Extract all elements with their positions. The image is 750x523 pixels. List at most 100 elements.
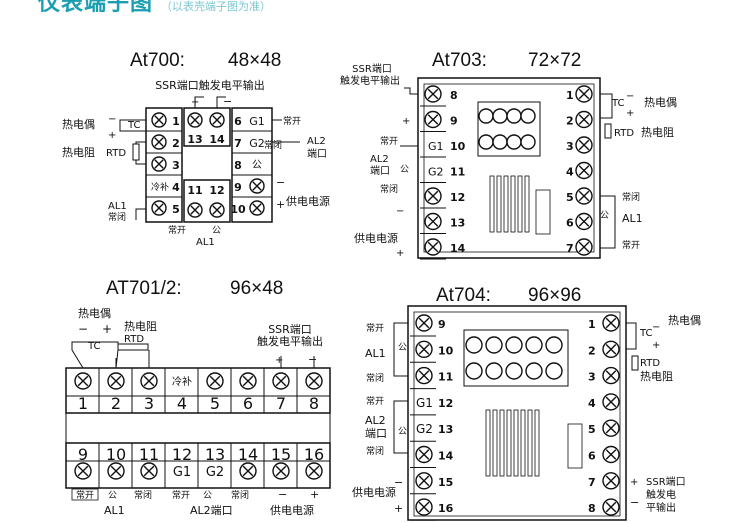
nc-label: 常闭 xyxy=(108,211,126,223)
screw-slash xyxy=(242,375,254,387)
screw-terminal-icon xyxy=(151,156,167,172)
page-title: 仪表端子图 xyxy=(38,0,154,16)
ssr-lead xyxy=(194,96,204,108)
vent-slot xyxy=(527,409,533,477)
screw-terminal-icon xyxy=(239,462,257,480)
terminal-number: 4 xyxy=(177,394,187,413)
nc-label: 常闭 xyxy=(622,191,640,203)
window-circle xyxy=(492,134,508,150)
terminal-number: 1 xyxy=(566,89,574,102)
g2-label: G2 xyxy=(428,166,444,179)
g1-label: G1 xyxy=(416,396,433,410)
screw-slash xyxy=(77,375,89,387)
nc-label: 常闭 xyxy=(264,139,282,151)
cold-junction-label: 冷补 xyxy=(172,375,192,388)
screw-terminal-icon xyxy=(415,472,433,490)
screw-slash xyxy=(154,159,164,169)
minus-sign: − xyxy=(394,476,403,489)
no-label: 常开 xyxy=(283,115,301,127)
rtd-name-label: 热电阻 xyxy=(641,126,674,139)
screw-slash xyxy=(605,449,617,460)
trigger-level-label: 触发电平输出 xyxy=(257,334,323,348)
common-label: 公 xyxy=(252,160,262,171)
plus-sign: + xyxy=(402,116,410,127)
terminal-number: 8 xyxy=(588,502,596,515)
tc-label: TC xyxy=(127,120,141,131)
screw-terminal-icon xyxy=(424,85,442,103)
common-label: 公 xyxy=(400,164,409,175)
terminal-number: 3 xyxy=(172,159,180,172)
terminal-number: 12 xyxy=(209,184,224,197)
no-label: 常开 xyxy=(380,135,398,147)
terminal-number: 13 xyxy=(205,445,225,464)
screw-terminal-icon xyxy=(305,462,323,480)
screw-terminal-icon xyxy=(415,314,433,332)
screw-slash xyxy=(212,205,222,215)
screw-slash xyxy=(77,465,89,477)
screw-slash xyxy=(190,205,200,215)
page-subtitle: （以表壳端子图为准） xyxy=(161,0,272,13)
screw-terminal-icon xyxy=(602,393,620,411)
window-circle xyxy=(506,108,522,124)
window-circle xyxy=(520,134,536,150)
vent-slot xyxy=(489,175,495,233)
screw-slash xyxy=(418,370,430,381)
screw-slash xyxy=(605,370,617,381)
terminal-number: 8 xyxy=(450,89,458,102)
screw-terminal-icon xyxy=(575,161,593,180)
plus-sign: + xyxy=(310,488,319,501)
screw-terminal-icon xyxy=(272,372,290,390)
screw-terminal-icon xyxy=(74,372,92,390)
screw-terminal-icon xyxy=(272,462,290,480)
screw-slash xyxy=(154,137,164,147)
vent-slot xyxy=(492,409,498,477)
screw-terminal-icon xyxy=(575,85,593,103)
at704-inner xyxy=(413,311,621,517)
screw-terminal-icon xyxy=(424,110,442,129)
trigger-level-label: 触发电 xyxy=(646,488,676,501)
screw-terminal-icon xyxy=(415,445,433,464)
screw-terminal-icon xyxy=(187,202,203,218)
at704-model-name: At704: xyxy=(436,285,491,306)
no-label: 常开 xyxy=(168,224,186,236)
terminal-number: 4 xyxy=(566,166,574,179)
screw-terminal-icon xyxy=(415,366,433,385)
vent-slot xyxy=(524,175,530,233)
nc-label: 常闭 xyxy=(366,445,384,457)
port-label: 端口 xyxy=(370,164,390,177)
al2-port-label: AL2端口 xyxy=(190,504,233,517)
plus-sign: + xyxy=(275,355,283,366)
screw-slash xyxy=(427,241,439,253)
tc-lead xyxy=(119,119,146,132)
thermocouple-label: 热电偶 xyxy=(62,118,95,131)
minus-sign: − xyxy=(78,322,88,336)
terminal-number: 9 xyxy=(234,181,242,194)
nc-label: 常闭 xyxy=(231,489,249,501)
screw-terminal-icon xyxy=(415,340,433,358)
screw-terminal-icon xyxy=(424,187,442,205)
tc-lead xyxy=(626,322,637,350)
rtd-resistor-icon xyxy=(132,143,140,161)
vent-slot xyxy=(517,175,523,233)
screw-terminal-icon xyxy=(151,112,167,128)
terminal-number: 5 xyxy=(172,203,180,216)
screw-terminal-icon xyxy=(575,187,593,205)
screw-slash xyxy=(605,317,617,329)
terminal-number: 14 xyxy=(450,242,466,255)
g1-label: G1 xyxy=(173,465,191,480)
power-label: 供电电源 xyxy=(352,485,396,499)
terminal-number: 7 xyxy=(276,394,286,413)
screw-slash xyxy=(605,396,617,408)
screw-terminal-icon xyxy=(305,372,323,390)
screw-terminal-icon xyxy=(107,462,125,480)
screw-slash xyxy=(578,139,590,151)
terminal-number: 2 xyxy=(172,137,180,150)
at701-diagram: 19210311冷补412G1513G2614715816热电偶−+TC热电阻R… xyxy=(65,307,331,517)
terminal-number: 16 xyxy=(438,502,454,515)
window-circle xyxy=(520,108,536,124)
terminal-number: 1 xyxy=(172,115,180,128)
ssr-lead xyxy=(216,96,226,108)
vent-slot xyxy=(534,409,540,477)
screw-slash xyxy=(605,344,617,355)
al1-lead xyxy=(135,208,146,220)
